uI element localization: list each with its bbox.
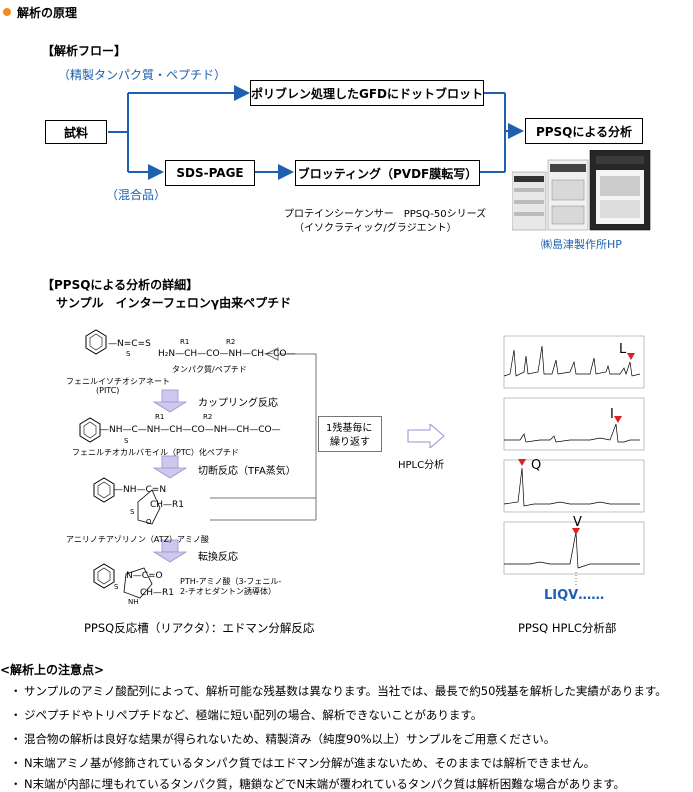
- repeat-box: [318, 416, 382, 452]
- peptide-r1: R1: [180, 338, 190, 346]
- note-item-1: サンプルのアミノ酸配列によって、解析可能な残基数は異なります。当社では、最長で約…: [24, 684, 667, 698]
- image-credit: ㈱島津製作所HP: [541, 238, 622, 251]
- flow-connectors: [108, 85, 524, 180]
- pitc-abbr: (PITC): [96, 386, 120, 395]
- atz-o: O: [146, 518, 152, 526]
- chromatogram-4: [503, 521, 645, 586]
- peptide-chain: H₂N—CH—CO—NH—CH—CO—: [158, 349, 296, 359]
- peak-label-l: L: [619, 342, 627, 357]
- note-bullet: ・: [10, 756, 22, 770]
- hplc-arrow: [407, 424, 445, 448]
- coupling-arrow-shaft: [161, 389, 179, 403]
- chromatogram-3: [503, 459, 645, 513]
- peak-marker-l: [627, 353, 635, 360]
- note-item-5: N末端が内部に埋もれているタンパク質，糖鎖などでN末端が覆われているタンパク質は…: [24, 777, 626, 791]
- conversion-arrow-head: [152, 551, 188, 563]
- pth-r: CH—R1: [140, 588, 175, 598]
- ptc-r1: R1: [155, 413, 165, 421]
- cleavage-label: 切断反応（TFA蒸気）: [198, 466, 296, 477]
- pth-s: S: [114, 583, 119, 591]
- conversion-label: 転換反応: [198, 552, 238, 563]
- section-title: 解析の原理: [17, 6, 78, 20]
- pth-ring: N—C=O: [126, 571, 163, 581]
- peak-marker-q: [518, 459, 526, 466]
- pth-hydantoin-ring: [123, 567, 153, 599]
- atz-s: S: [130, 508, 135, 516]
- chemistry-diagram: [79, 329, 317, 599]
- note-item-3: 混合物の解析は良好な結果が得られないため、精製済み（純度90%以上）サンプルをご…: [24, 732, 556, 746]
- ptc-label: フェニルチオカルバモイル（PTC）化ペプチド: [72, 448, 239, 457]
- sequencer-instrument-image: [512, 150, 651, 231]
- chromatogram-1: [503, 335, 645, 389]
- gfd-box: ポリブレン処理したGFDにドットブロット: [250, 80, 484, 106]
- pth-nh: NH: [128, 598, 139, 606]
- atz-label: アニリノチアゾリノン（ATZ）アミノ酸: [66, 535, 209, 544]
- note-bullet: ・: [10, 684, 22, 698]
- pitc-benzene-ring: [85, 329, 107, 355]
- pth-label-2: 2-チオヒダントン誘導体）: [180, 587, 276, 596]
- peak-label-v: V: [573, 515, 582, 530]
- mixture-label: （混合品）: [106, 188, 167, 202]
- pth-label-1: PTH-アミノ酸（3-フェニル-: [180, 577, 282, 586]
- notes-heading: <解析上の注意点>: [0, 663, 105, 677]
- cleavage-arrow-head: [152, 467, 188, 479]
- sequencer-line-2: （イソクラティック/グラジエント）: [294, 223, 457, 234]
- ptc-s: S: [124, 437, 129, 445]
- repeat-loop-arrowhead: [264, 347, 279, 361]
- hplc-label: HPLC分析: [398, 460, 445, 471]
- repeat-line-2: 繰り返す: [330, 437, 370, 448]
- pitc-label: フェニルイソチオシアネート: [66, 377, 170, 386]
- note-bullet: ・: [10, 777, 22, 791]
- note-bullet: ・: [10, 732, 22, 746]
- ptc-r2: R2: [203, 413, 213, 421]
- protein-label: タンパク質/ペプチド: [172, 365, 247, 374]
- pitc-s: S: [126, 350, 131, 358]
- note-item-4: N末端アミノ基が修飾されているタンパク質ではエドマン分解が進まないため、そのまま…: [24, 756, 596, 770]
- repeat-loop-line: [210, 353, 317, 499]
- atz-chain: —NH—C=N: [114, 485, 167, 495]
- note-item-2: ジペプチドやトリペプチドなど、極端に短い配列の場合、解析できないことがあります。: [24, 708, 483, 722]
- reactor-caption: PPSQ反応槽（リアクタ）：エドマン分解反応: [84, 621, 315, 635]
- note-bullet: ・: [10, 708, 22, 722]
- atz-thiazolinone-ring: [137, 489, 161, 525]
- hplc-caption: PPSQ HPLC分析部: [518, 621, 617, 635]
- ptc-chain: —NH—C—NH—CH—CO—NH—CH—CO—: [100, 425, 281, 435]
- chromatogram-2: [503, 397, 645, 451]
- atz-benzene-ring: [93, 477, 115, 503]
- sequencer-line-1: プロテインシーケンサー PPSQ-50シリーズ: [284, 209, 487, 220]
- sequence-result: LIQV……: [544, 588, 605, 603]
- section-bullet-icon: [3, 8, 11, 16]
- sample-box: 試料: [45, 120, 107, 144]
- repeat-line-1: 1残基毎に: [326, 423, 373, 434]
- flow-heading: 【解析フロー】: [42, 44, 127, 58]
- peak-marker-i: [614, 416, 622, 423]
- coupling-label: カップリング反応: [198, 398, 278, 409]
- ppsq-analysis-box: PPSQによる分析: [525, 118, 643, 144]
- peak-label-q: Q: [531, 458, 542, 473]
- pth-benzene-ring: [93, 563, 115, 589]
- sds-page-box: SDS-PAGE: [165, 160, 255, 186]
- purified-label: （精製タンパク質・ペプチド）: [58, 68, 227, 82]
- peak-label-i: I: [610, 407, 614, 422]
- detail-heading: 【PPSQによる分析の詳細】: [42, 278, 199, 292]
- pitc-chain: —N=C=S: [108, 339, 151, 349]
- chromatogram-panel: [503, 335, 645, 586]
- detail-subheading: サンプル インターフェロンγ由来ペプチド: [56, 296, 292, 310]
- coupling-arrow-head: [152, 401, 188, 413]
- peptide-r2: R2: [226, 338, 236, 346]
- peak-marker-v: [572, 528, 580, 535]
- blotting-box: ブロッティング（PVDF膜転写）: [295, 160, 480, 186]
- atz-ring: CH—R1: [150, 500, 185, 510]
- ptc-benzene-ring: [79, 417, 101, 443]
